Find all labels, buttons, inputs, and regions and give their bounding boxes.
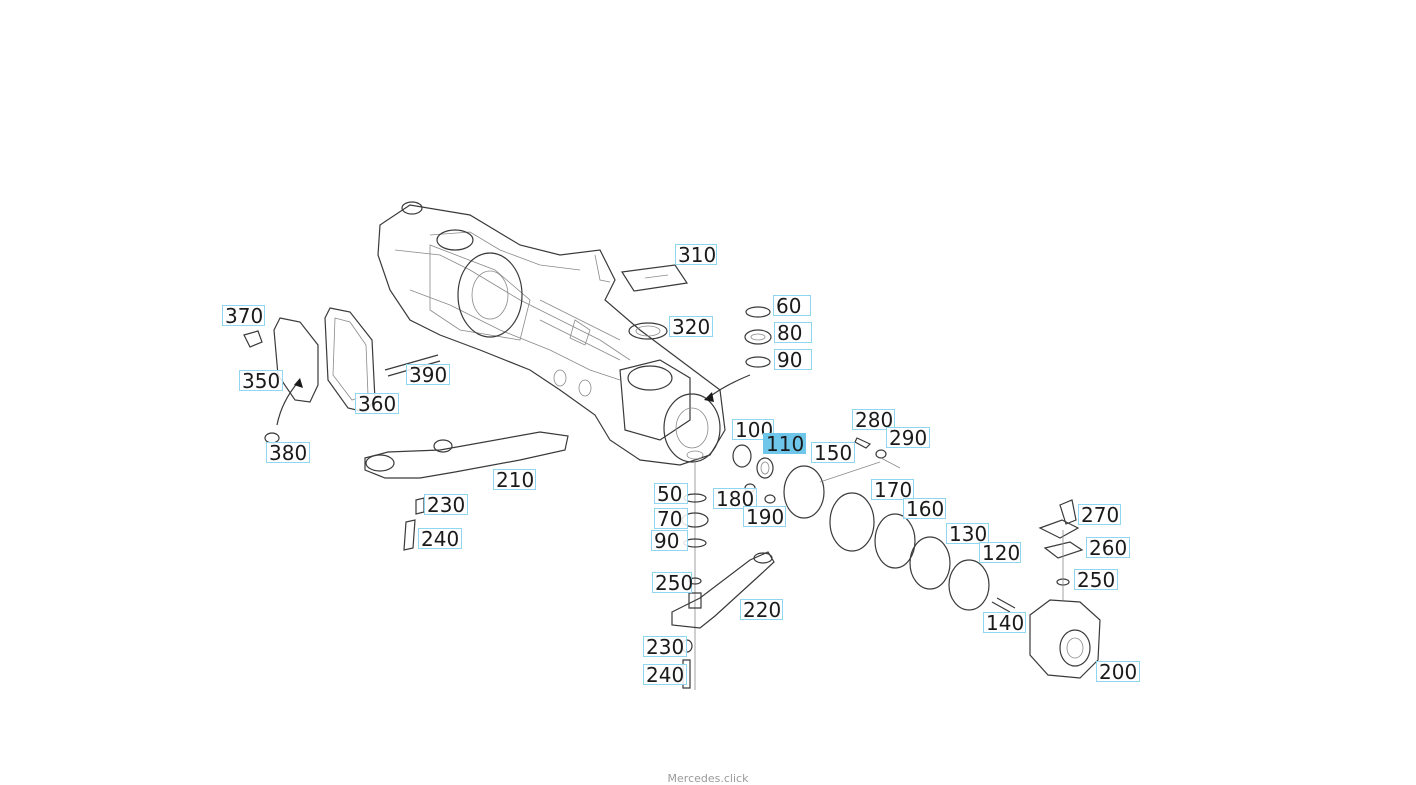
- part-label-70[interactable]: 70: [654, 508, 688, 530]
- knuckle-200-drawing: [1029, 499, 1101, 679]
- part-label-210[interactable]: 210: [493, 469, 536, 491]
- part-label-50[interactable]: 50: [654, 483, 688, 505]
- part-label-90-top[interactable]: 90: [774, 349, 812, 371]
- part-label-80[interactable]: 80: [774, 322, 812, 344]
- part-label-380[interactable]: 380: [266, 442, 310, 464]
- part-label-250-right[interactable]: 250: [1074, 569, 1118, 591]
- part-label-280[interactable]: 280: [852, 409, 895, 431]
- steering-arm-210-drawing: [364, 431, 569, 551]
- part-label-240-left[interactable]: 240: [418, 528, 462, 550]
- part-label-60[interactable]: 60: [773, 295, 811, 317]
- part-label-240-center[interactable]: 240: [643, 664, 687, 686]
- part-label-140[interactable]: 140: [983, 612, 1026, 634]
- part-label-190[interactable]: 190: [743, 506, 786, 528]
- part-label-180[interactable]: 180: [713, 488, 757, 510]
- top-parts-drawing: [620, 264, 772, 402]
- watermark-text: Mercedes.click: [667, 772, 749, 785]
- part-label-120[interactable]: 120: [979, 542, 1021, 564]
- part-label-270[interactable]: 270: [1078, 504, 1121, 526]
- part-label-350[interactable]: 350: [239, 370, 283, 392]
- part-label-360[interactable]: 360: [355, 393, 399, 415]
- part-label-250-center[interactable]: 250: [652, 572, 693, 594]
- part-label-390[interactable]: 390: [406, 364, 450, 386]
- part-label-220[interactable]: 220: [740, 599, 783, 621]
- part-label-370[interactable]: 370: [222, 305, 265, 327]
- part-label-320[interactable]: 320: [669, 316, 713, 338]
- part-label-310[interactable]: 310: [675, 244, 717, 266]
- part-label-290[interactable]: 290: [886, 427, 930, 449]
- part-label-150[interactable]: 150: [811, 442, 855, 464]
- part-label-90-bottom[interactable]: 90: [651, 530, 688, 552]
- axle-housing-drawing: [377, 201, 726, 466]
- part-label-230-center[interactable]: 230: [643, 636, 687, 658]
- part-label-130[interactable]: 130: [946, 523, 989, 545]
- part-label-160[interactable]: 160: [903, 498, 946, 520]
- part-label-200[interactable]: 200: [1096, 661, 1140, 683]
- part-label-230-left[interactable]: 230: [424, 494, 468, 516]
- part-label-260[interactable]: 260: [1086, 537, 1130, 559]
- part-label-110[interactable]: 110: [763, 433, 806, 455]
- part-label-170[interactable]: 170: [871, 479, 914, 501]
